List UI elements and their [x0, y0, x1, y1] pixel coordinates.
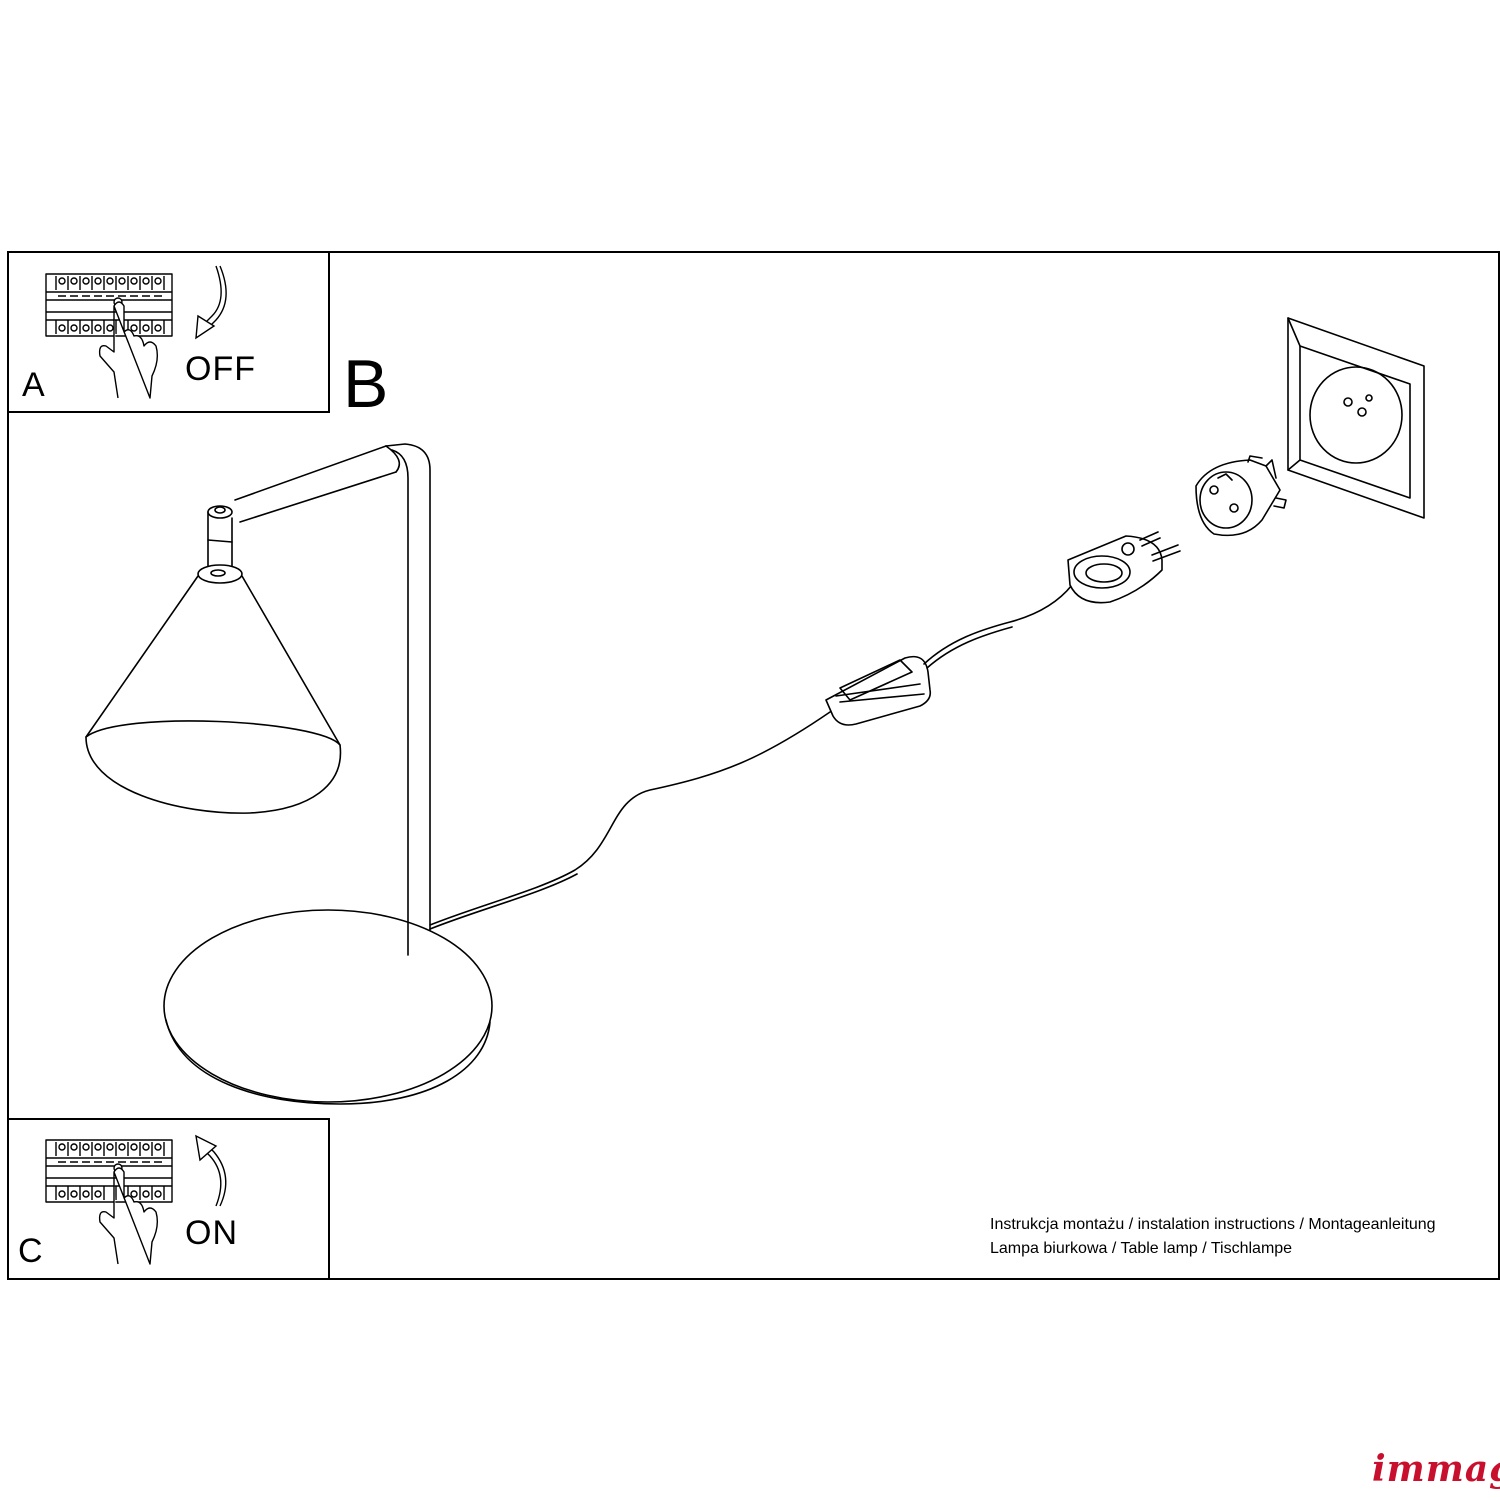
circuit-breaker-icon: [45, 1134, 227, 1265]
lamp-base-icon: [163, 909, 493, 1105]
step-a-action: OFF: [185, 350, 256, 388]
wall-socket-icon: [1287, 317, 1425, 519]
lamp-shade-icon: [85, 564, 342, 814]
adapter-icon: [1195, 455, 1287, 537]
circuit-breaker-icon: [45, 265, 227, 399]
step-c-action: ON: [185, 1214, 238, 1252]
step-a-letter: A: [22, 366, 45, 404]
power-cable: [429, 711, 831, 926]
pointing-hand-icon: [98, 1167, 159, 1265]
step-c-letter: C: [18, 1232, 43, 1270]
diagram-frame: [7, 251, 1500, 1280]
caption-line-2: Lampa biurkowa / Table lamp / Tischlampe: [990, 1240, 1293, 1257]
pointing-hand-icon: [98, 301, 159, 399]
step-b-letter: B: [343, 346, 389, 422]
inline-switch-icon: [825, 655, 932, 726]
curved-arrow-up-icon: [195, 1134, 227, 1207]
plug-icon: [1067, 531, 1181, 604]
caption-line-1: Instrukcja montażu / instalation instruc…: [990, 1216, 1436, 1233]
curved-arrow-down-icon: [195, 265, 227, 340]
immag-logo: immag: [1372, 1448, 1500, 1490]
